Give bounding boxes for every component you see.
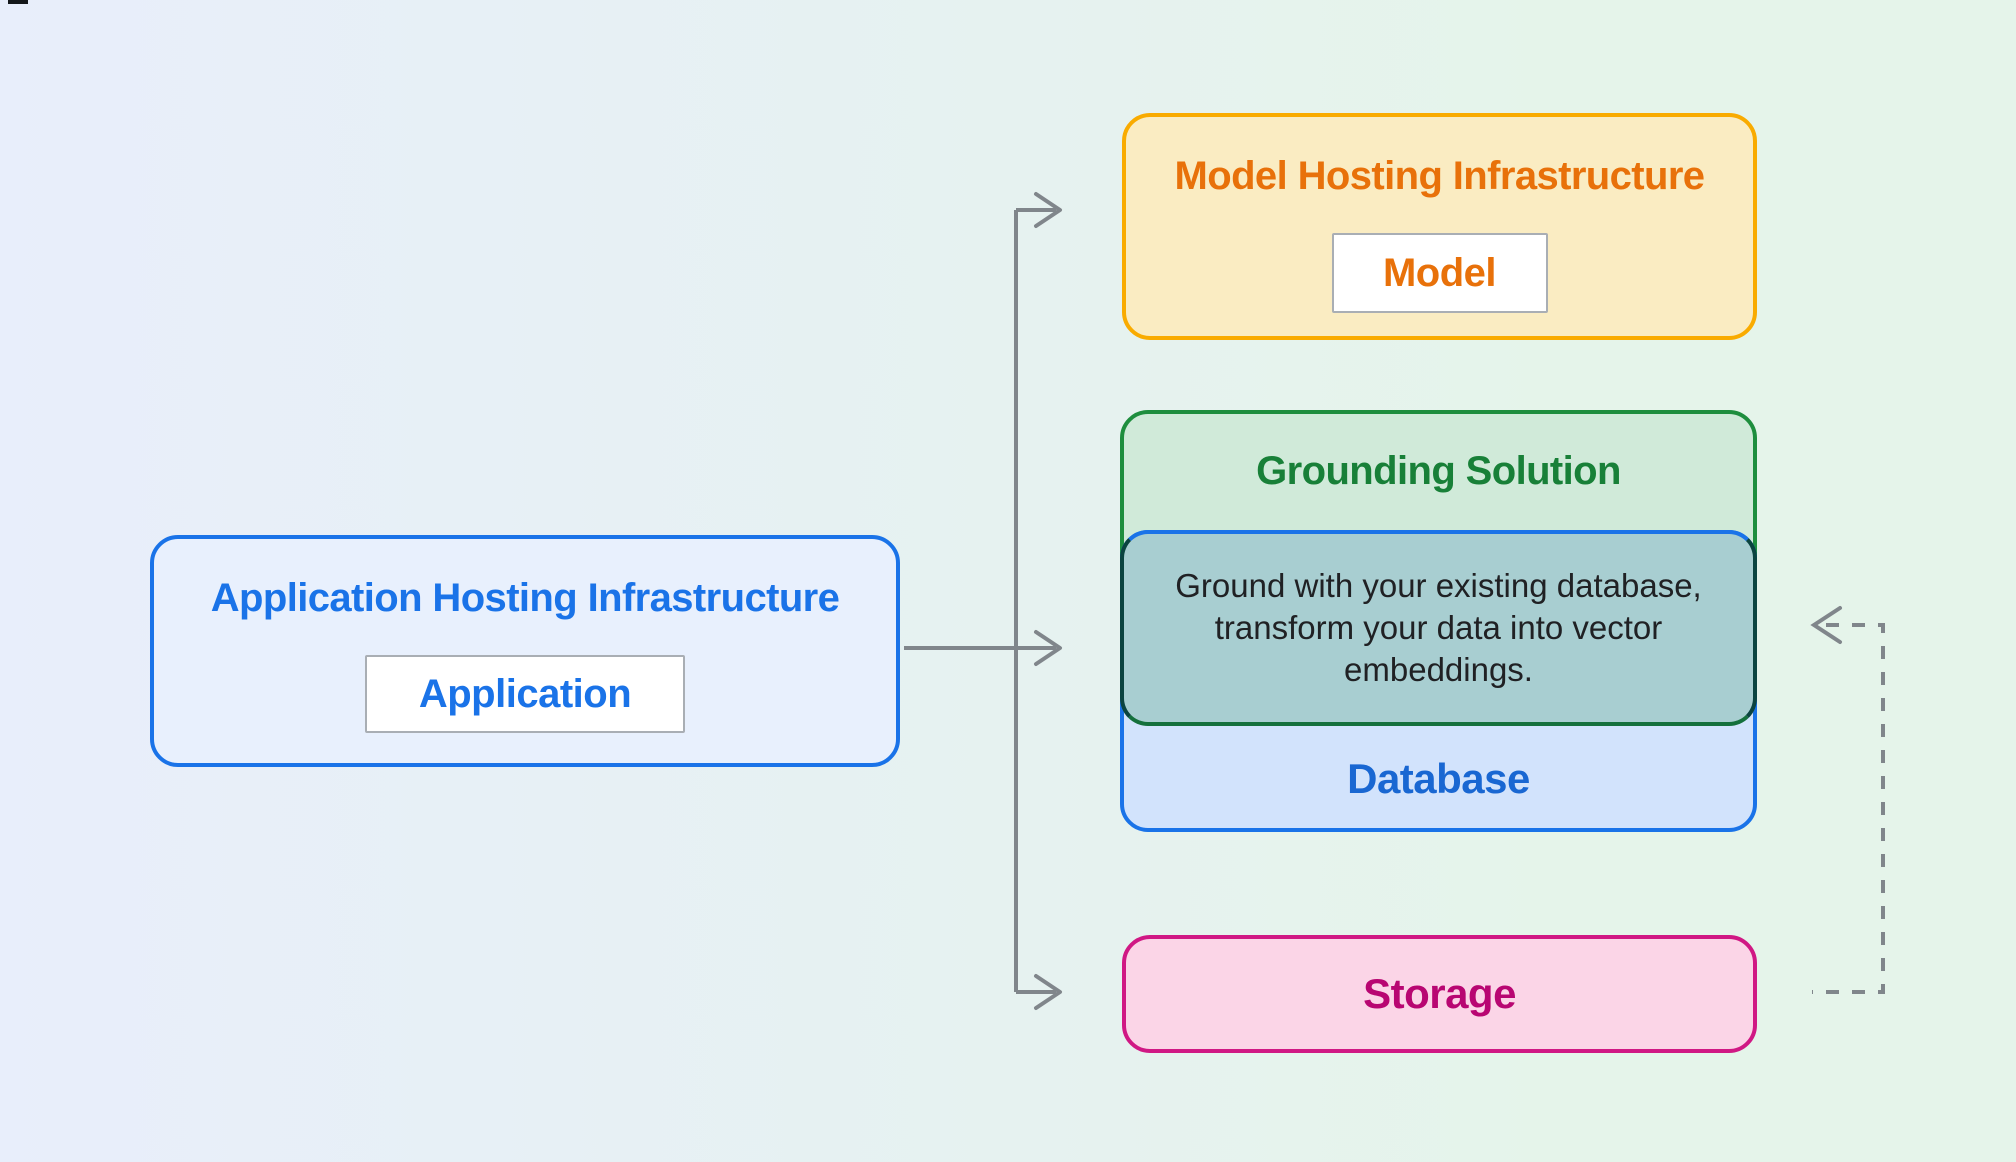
screen-edge-artifact — [8, 0, 28, 4]
model-hosting-title: Model Hosting Infrastructure — [1174, 154, 1706, 198]
feedback-connector-dashed — [1810, 606, 1885, 994]
application-hosting-title: Application Hosting Infrastructure — [210, 576, 840, 620]
grounding-description-line: Ground with your existing database, — [1175, 567, 1702, 604]
grounding-database-overlap-box: Ground with your existing database, tran… — [1120, 530, 1757, 726]
storage-box: Storage — [1122, 935, 1757, 1053]
dashed-connector-path — [1812, 623, 1885, 994]
arrowhead-to-model-icon — [1034, 192, 1062, 228]
model-hosting-box: Model Hosting Infrastructure Model — [1122, 113, 1757, 340]
dashed-arrowhead-to-database-icon — [1810, 606, 1842, 644]
arrowhead-to-storage-icon — [1034, 974, 1062, 1010]
grounding-solution-title: Grounding Solution — [1256, 449, 1621, 493]
grounding-description-line: transform your data into vector — [1214, 609, 1663, 646]
application-hosting-box: Application Hosting Infrastructure Appli… — [150, 535, 900, 767]
database-label: Database — [1347, 755, 1530, 802]
model-chip: Model — [1331, 233, 1548, 313]
application-chip: Application — [365, 655, 685, 733]
storage-label: Storage — [1363, 970, 1516, 1017]
branch-connector-solid — [904, 192, 1062, 1010]
arrowhead-to-grounding-icon — [1034, 630, 1062, 666]
grounding-description-line: embeddings. — [1344, 651, 1533, 688]
